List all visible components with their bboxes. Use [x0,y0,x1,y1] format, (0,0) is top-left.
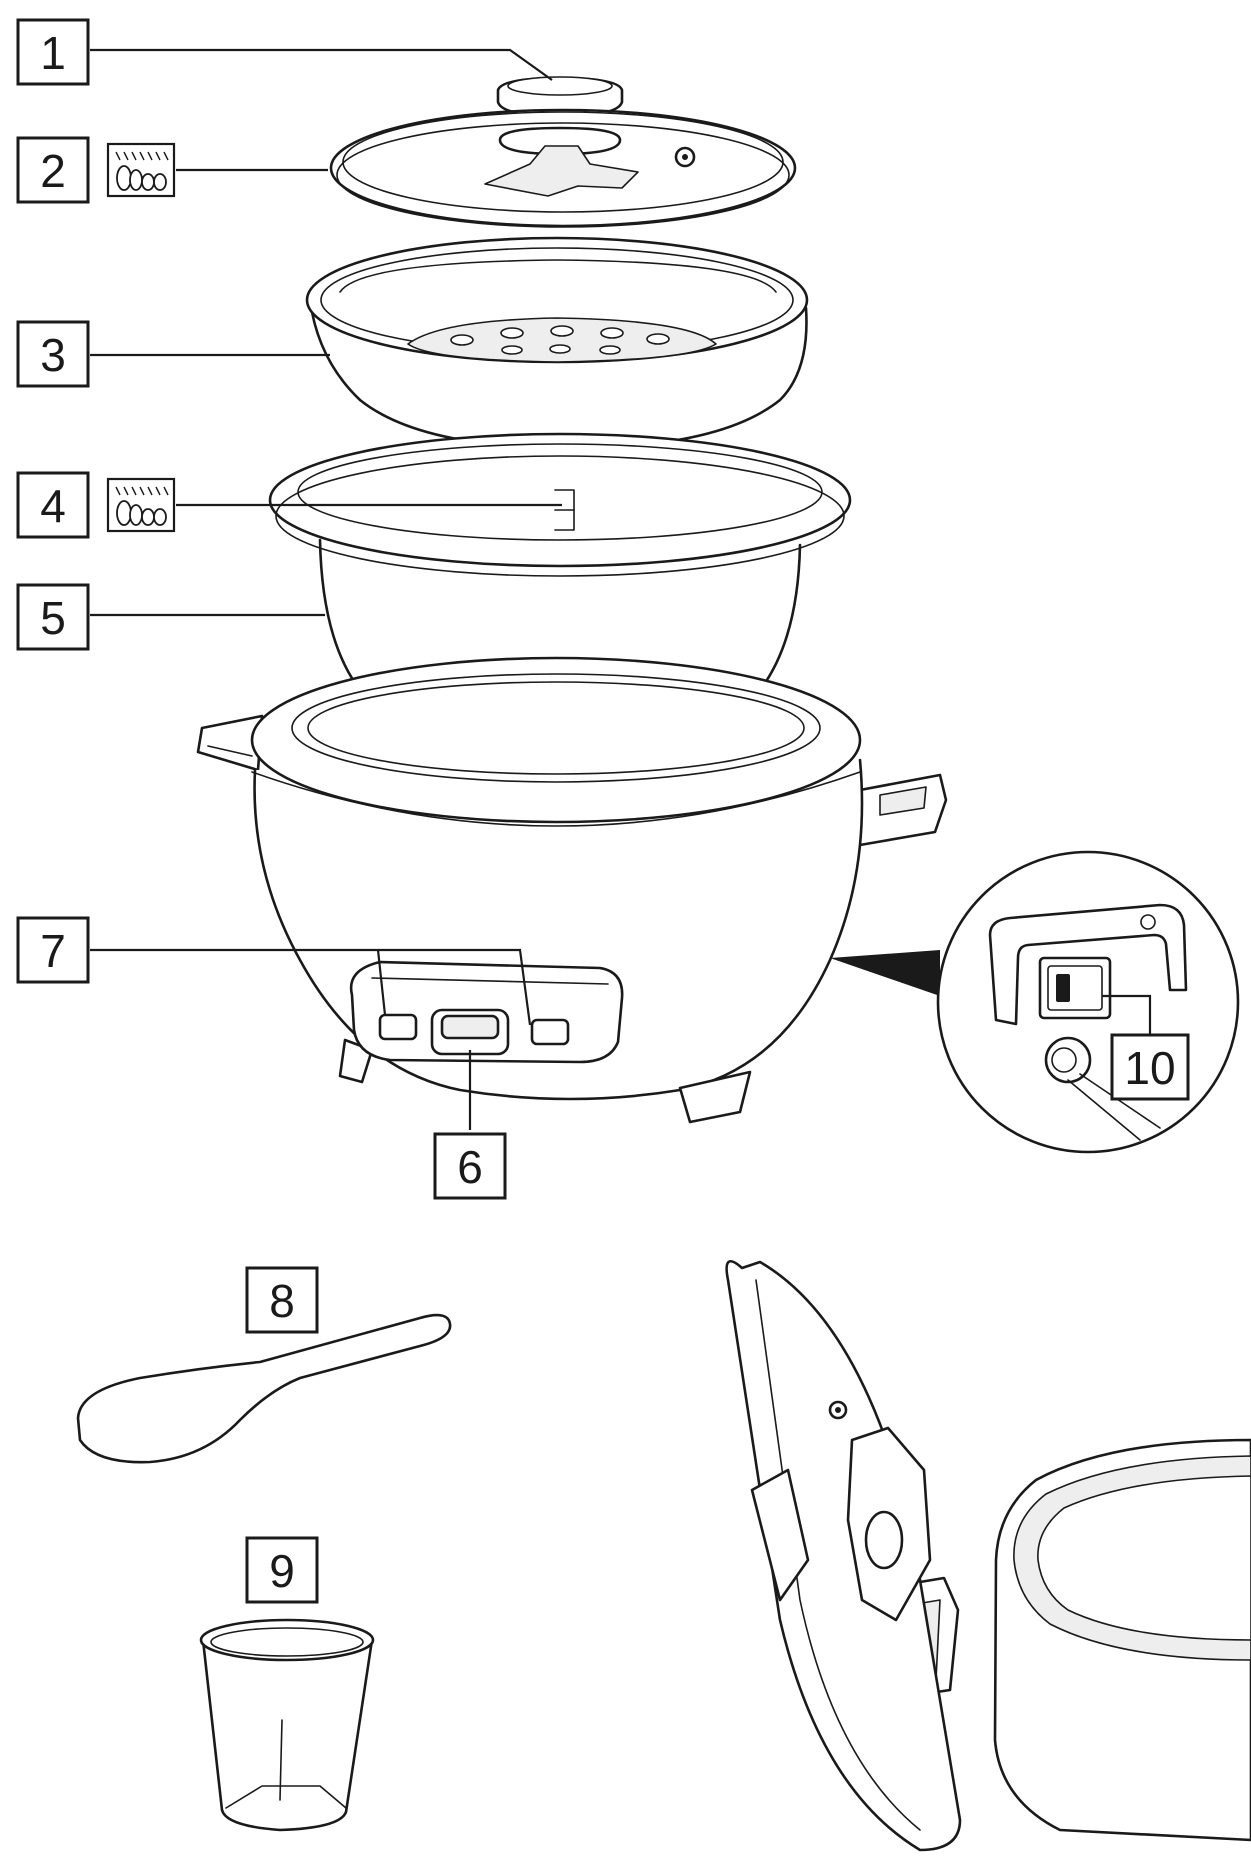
callout-2: 2 [16,136,90,204]
callout-1: 1 [16,18,90,86]
callout-2-label: 2 [40,145,66,197]
dishwasher-safe-icon [106,142,176,198]
callout-6-label: 6 [457,1141,483,1193]
callout-7: 7 [16,916,90,984]
power-switch-detail [830,850,1240,1154]
leader-lines [90,48,1152,1130]
callout-9: 9 [245,1536,319,1604]
dishwasher-safe-icon [106,477,176,533]
measuring-cup [199,1618,375,1832]
callout-5-label: 5 [40,592,66,644]
callout-5: 5 [16,583,90,651]
callout-3: 3 [16,320,90,388]
callout-4: 4 [16,471,90,539]
steamer-basket [305,236,809,450]
callout-10: 10 [1110,1033,1190,1101]
cooker-body [196,656,948,1124]
callout-1-label: 1 [40,27,66,79]
callout-6: 6 [433,1132,507,1200]
glass-lid [329,108,797,228]
callout-7-label: 7 [40,925,66,977]
callout-4-label: 4 [40,480,66,532]
callout-3-label: 3 [40,329,66,381]
callout-8: 8 [245,1266,319,1334]
callout-9-label: 9 [269,1545,295,1597]
callout-10-label: 10 [1124,1042,1175,1094]
callout-8-label: 8 [269,1275,295,1327]
rice-paddle [76,1313,452,1464]
lid-hinge-detail [725,1259,1251,1852]
